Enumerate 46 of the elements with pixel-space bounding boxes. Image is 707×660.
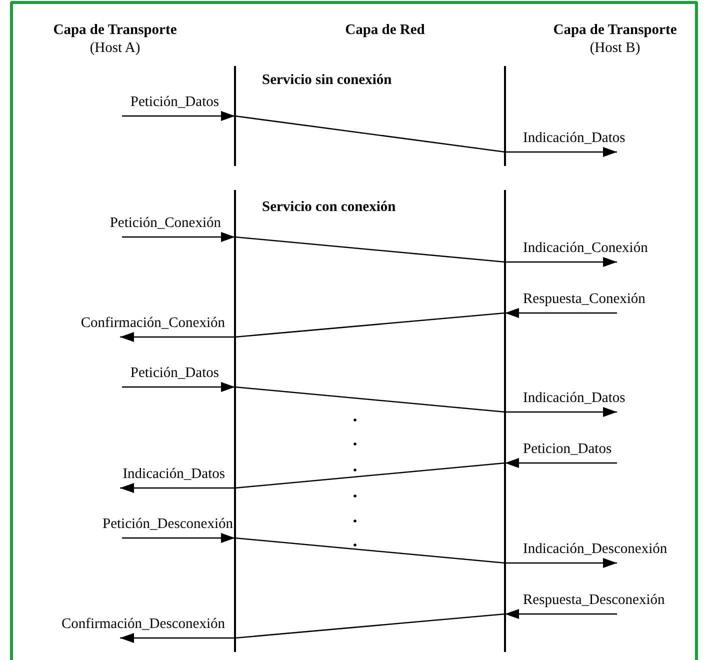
message-line (234, 613, 506, 639)
arrow (122, 533, 235, 543)
message-line (234, 386, 506, 413)
edge-label: Indicación_Datos (522, 390, 626, 407)
arrow (505, 458, 617, 468)
arrow (122, 111, 235, 121)
message-line (234, 462, 506, 489)
edge-label: Petición_Datos (129, 94, 220, 111)
edge-label: Petición_Datos (129, 365, 220, 382)
message-line (234, 236, 506, 263)
column-heading: Capa de Red (345, 22, 425, 39)
section-heading: Servicio con conexión (262, 199, 396, 216)
edge-label: Indicación_Conexión (522, 240, 649, 257)
arrow (120, 483, 235, 493)
edge-label: Respuesta_Desconexión (522, 592, 666, 609)
column-heading: (Host B) (590, 40, 640, 57)
arrow (505, 257, 617, 267)
arrow (505, 308, 617, 318)
arrow (120, 633, 235, 643)
edge-label: Indicación_Desconexión (522, 541, 668, 558)
column-heading: Capa de Transporte (53, 22, 177, 39)
arrow (122, 382, 235, 392)
lifeline (504, 190, 506, 652)
edge-label: Indicación_Datos (522, 130, 626, 147)
arrow (505, 407, 617, 417)
lifeline (504, 66, 506, 166)
edge-label: Petición_Conexión (108, 215, 222, 232)
edge-label: Respuesta_Conexión (522, 291, 646, 308)
edge-label: Confirmación_Desconexión (60, 616, 226, 633)
message-line (234, 115, 506, 153)
edge-label: Peticion_Datos (522, 441, 613, 458)
edge-label: Indicación_Datos (122, 466, 226, 483)
section-heading: Servicio sin conexión (262, 72, 392, 89)
column-heading: Capa de Transporte (553, 22, 677, 39)
edge-label: Petición_Desconexión (102, 516, 234, 533)
edge-label: Confirmación_Conexión (80, 315, 226, 332)
message-line (234, 537, 506, 564)
arrow (120, 332, 235, 342)
lifeline (234, 190, 236, 652)
arrow (505, 609, 617, 619)
arrow (505, 558, 617, 568)
arrow (505, 147, 617, 157)
column-heading: (Host A) (90, 40, 140, 57)
lifeline (234, 66, 236, 166)
message-line (234, 312, 506, 338)
arrow (122, 232, 235, 242)
